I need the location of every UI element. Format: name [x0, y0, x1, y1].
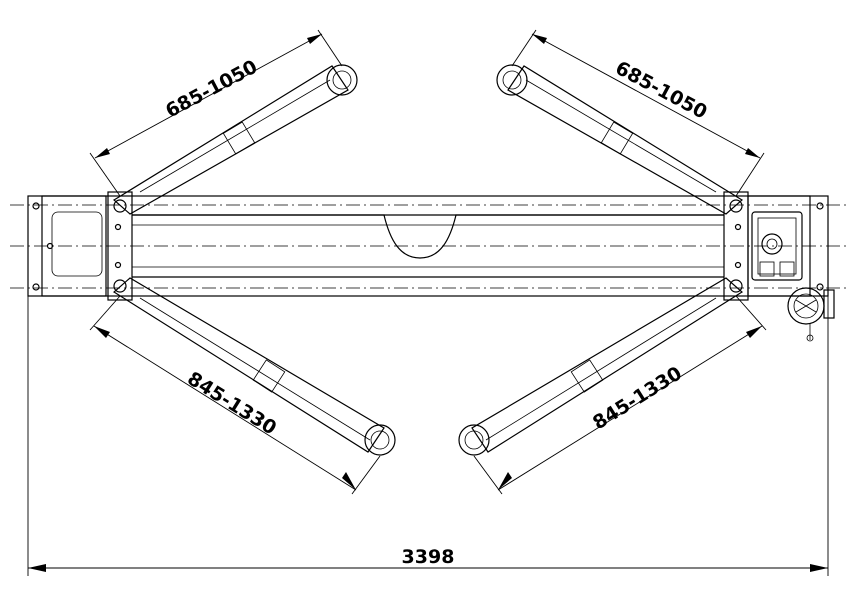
right-upper-pivot	[729, 199, 743, 213]
lift-pad-inner-icon	[332, 70, 352, 90]
bolt	[32, 283, 40, 291]
right-lower-pivot	[729, 279, 743, 293]
arrowhead	[746, 326, 762, 338]
motor-fan-blade	[795, 299, 817, 313]
arm-slider-block	[252, 359, 286, 393]
bolt	[816, 202, 824, 210]
extension-line	[735, 152, 765, 197]
dimension-line	[93, 325, 357, 491]
base-frame	[10, 191, 850, 301]
extension-line	[89, 295, 121, 331]
lower-right-arm	[458, 277, 744, 456]
dim-label-upper-left: 685-1050	[162, 56, 261, 123]
valve-block	[779, 261, 795, 277]
extension-line	[89, 152, 121, 197]
arrowhead	[307, 34, 322, 44]
arm-inner-line	[485, 297, 717, 441]
upper-right-arm	[496, 64, 744, 215]
dimension-line	[497, 325, 763, 491]
dimension-line	[94, 33, 323, 159]
left-column-motor-box	[51, 211, 103, 277]
extension-line	[735, 295, 767, 331]
bolt	[734, 261, 742, 269]
lift-pad-icon	[458, 424, 490, 456]
dim-label-overall-width: 3398	[402, 546, 455, 568]
extension-line	[317, 29, 343, 67]
arm-body	[112, 65, 349, 215]
arrowhead	[95, 148, 110, 158]
floor-plate-notch	[132, 214, 724, 259]
left-lower-pivot	[113, 279, 127, 293]
bolt	[734, 223, 742, 231]
arm-inner-line	[139, 297, 371, 441]
bolt	[114, 223, 122, 231]
arm-inner-line	[139, 79, 331, 193]
extension-line	[473, 455, 503, 495]
dim-overall-width: 3398	[27, 296, 829, 576]
dim-upper-left: 685-1050	[89, 29, 343, 197]
dim-lower-right: 845-1330	[473, 295, 767, 495]
dim-label-upper-right: 685-1050	[612, 57, 711, 124]
upper-left-arm	[112, 64, 358, 215]
arm-inner-line	[525, 79, 717, 193]
pump-icon	[761, 233, 783, 255]
lower-left-arm	[112, 277, 396, 456]
dim-lower-left: 845-1330	[89, 295, 381, 495]
arm-slider-block	[600, 121, 634, 155]
arrowhead	[28, 564, 46, 572]
arm-body	[471, 277, 744, 453]
extension-line	[351, 455, 381, 495]
arm-body	[112, 277, 385, 453]
arrowhead	[810, 564, 828, 572]
lift-pad-icon	[326, 64, 358, 96]
dim-label-lower-left: 845-1330	[183, 368, 280, 440]
arrowhead	[498, 472, 512, 490]
arm-body	[507, 65, 744, 215]
arrowhead	[532, 34, 547, 44]
dim-label-lower-right: 845-1330	[589, 362, 686, 434]
dim-upper-right: 685-1050	[511, 29, 765, 197]
valve-block	[759, 261, 775, 277]
bolt	[46, 242, 54, 250]
lift-pad-inner-icon	[464, 430, 484, 450]
arm-slider-block	[222, 121, 256, 155]
bolt	[816, 283, 824, 291]
arm-slider-block	[570, 359, 604, 393]
bolt	[32, 202, 40, 210]
lift-pad-icon	[496, 64, 528, 96]
power-unit-inner	[757, 217, 797, 275]
dimension-line	[531, 33, 761, 159]
arrowhead	[94, 326, 110, 338]
arrowhead	[745, 148, 760, 158]
lift-pad-icon	[364, 424, 396, 456]
power-unit-housing	[751, 211, 803, 281]
lift-pad-inner-icon	[502, 70, 522, 90]
extension-line	[511, 29, 537, 67]
lift-pad-inner-icon	[370, 430, 390, 450]
motor-fan-icon	[793, 293, 819, 319]
pump-center-icon	[766, 238, 778, 250]
oil-tank	[823, 289, 835, 319]
left-upper-pivot	[113, 199, 127, 213]
power-unit	[751, 211, 835, 342]
arrowhead	[342, 472, 356, 490]
bolt	[114, 261, 122, 269]
hose-fitting	[806, 334, 814, 342]
